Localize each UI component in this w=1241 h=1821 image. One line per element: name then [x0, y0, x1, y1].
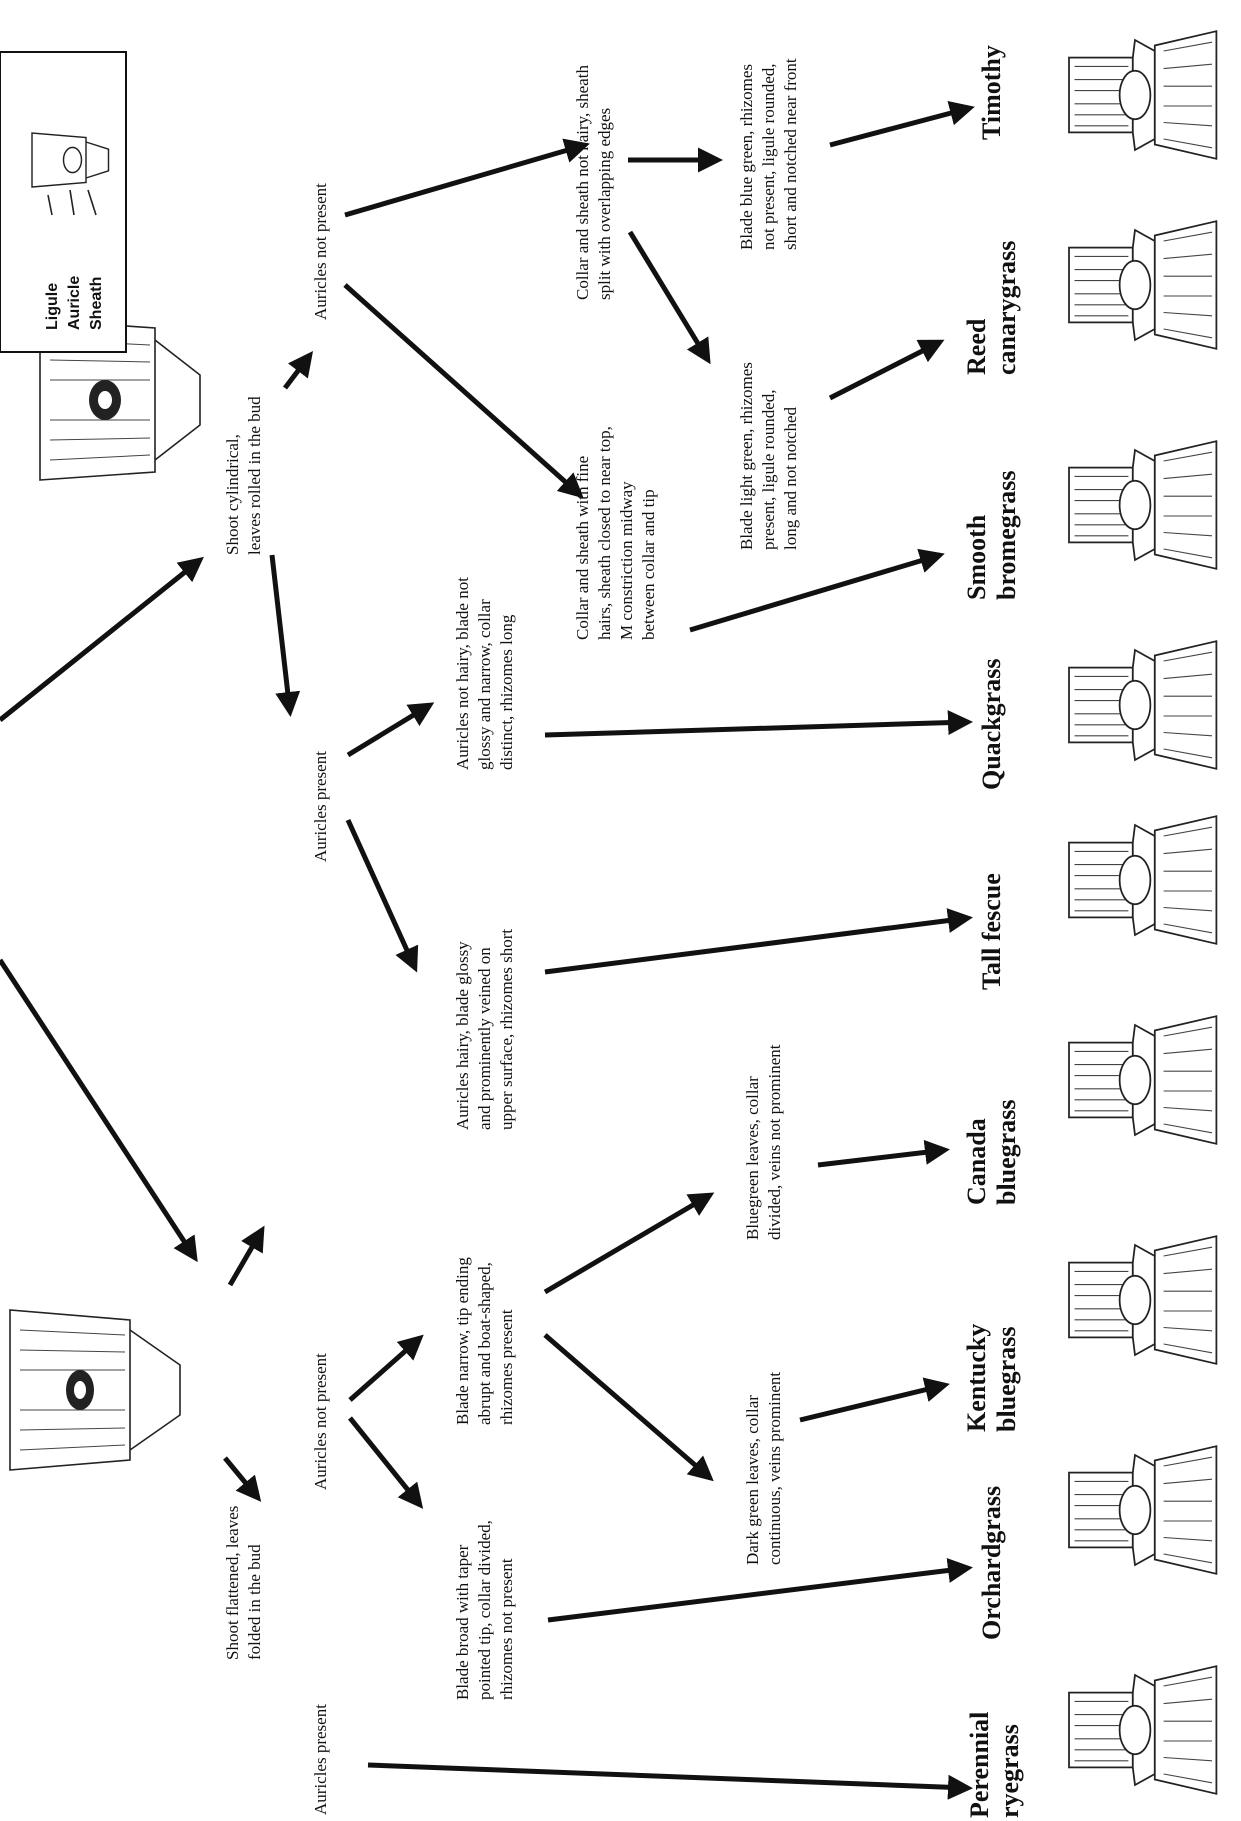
reed-canarygrass-collar-sketch [1068, 220, 1218, 350]
arrow-flattened-to-auricles-present [223, 1456, 262, 1502]
node-shoot-cylindrical: Shoot cylindrical, leaves rolled in the … [223, 396, 264, 555]
node-cyl-auricles-not-present: Auricles not present [311, 183, 330, 320]
arrow-to-quackgrass [544, 710, 973, 738]
node-blade-broad: Blade broad with taper pointed tip, coll… [453, 1516, 516, 1700]
legend-frame [0, 51, 127, 353]
canada-bluegrass-collar-sketch [1068, 1015, 1218, 1145]
perennial-ryegrass-collar-sketch [1068, 1665, 1218, 1795]
legend-ligule-label: Ligule [44, 283, 61, 330]
arrow-to-bluegreen [543, 1192, 715, 1295]
node-auricles-hairy: Auricles hairy, blade glossy and promine… [453, 929, 516, 1130]
smooth-bromegrass-collar-sketch [1068, 440, 1218, 570]
quackgrass-collar-sketch [1068, 640, 1218, 770]
species-timothy: Timothy [977, 45, 1006, 140]
node-blade-light-green: Blade light green, rhizomes present, lig… [737, 358, 800, 550]
species-tall-fescue: Tall fescue [977, 873, 1006, 990]
node-collar-fine-hairs: Collar and sheath with fine hairs, sheat… [573, 422, 658, 640]
connector-arrows [0, 101, 975, 1800]
species-kentucky-bluegrass: Kentucky bluegrass [962, 1317, 1021, 1432]
species-smooth-bromegrass: Smooth bromegrass [962, 470, 1021, 600]
cylindrical-shoot-sketch [39, 319, 201, 481]
arrow-to-fine-hairs [343, 283, 584, 499]
arrow-to-not-hairy-split [344, 138, 590, 218]
kentucky-bluegrass-collar-sketch [1068, 1235, 1218, 1365]
arrow-to-auricles-not-hairy [346, 702, 435, 758]
arrow-to-light-green [627, 230, 711, 365]
node-flat-auricles-not-present: Auricles not present [311, 1353, 330, 1490]
arrow-to-smooth-bromegrass [689, 548, 945, 633]
node-bluegreen-leaves: Bluegreen leaves, collar divided, veins … [743, 1044, 784, 1240]
node-cyl-auricles-present: Auricles present [311, 751, 330, 862]
legend-sheath-label: Sheath [88, 277, 105, 330]
species-orchardgrass: Orchardgrass [977, 1486, 1006, 1640]
node-blade-narrow: Blade narrow, tip ending abrupt and boat… [453, 1253, 516, 1425]
flattened-shoot-sketch [9, 1309, 181, 1471]
arrow-to-kentucky-bluegrass [799, 1377, 950, 1423]
node-shoot-flattened: Shoot flattened, leaves folded in the bu… [223, 1501, 264, 1660]
legend-collar-sketch [31, 132, 110, 188]
species-quackgrass: Quackgrass [977, 659, 1006, 790]
arrow-to-tall-fescue [544, 908, 973, 975]
species-perennial-ryegrass: Perennial ryegrass [965, 1705, 1024, 1818]
node-flat-auricles-present: Auricles present [311, 1704, 330, 1815]
legend-box: Ligule Auricle Sheath [0, 51, 127, 353]
node-blade-blue-green: Blade blue green, rhizomes not present, … [737, 58, 800, 250]
arrow-to-perennial-ryegrass [367, 1762, 973, 1800]
node-collar-not-hairy-split: Collar and sheath not hairy, sheath spli… [573, 61, 614, 300]
arrow-root-to-cylindrical [0, 556, 204, 722]
arrow-to-blade-narrow [348, 1334, 424, 1402]
arrow-to-reed-canarygrass [828, 339, 945, 401]
arrow-root-to-flattened [0, 958, 198, 1263]
arrow-flattened-to-auricles-not-present [227, 1225, 265, 1287]
arrow-cylindrical-to-auricles-not-present [283, 351, 314, 390]
species-canada-bluegrass: Canada bluegrass [962, 1100, 1021, 1205]
arrow-to-canada-bluegrass [817, 1139, 950, 1168]
arrow-to-dark-green [543, 1333, 714, 1482]
arrow-to-blade-broad [348, 1416, 424, 1509]
species-reed-canarygrass: Reed canarygrass [962, 241, 1021, 375]
node-auricles-not-hairy: Auricles not hairy, blade not glossy and… [453, 573, 516, 770]
arrow-to-timothy [829, 101, 975, 148]
orchardgrass-collar-sketch [1068, 1445, 1218, 1575]
legend-auricle-label: Auricle [66, 276, 83, 330]
timothy-collar-sketch [1068, 30, 1218, 160]
arrow-to-orchardgrass [547, 1558, 973, 1623]
node-dark-green-leaves: Dark green leaves, collar continuous, ve… [743, 1372, 784, 1565]
arrow-to-auricles-hairy [345, 818, 419, 973]
arrow-cylindrical-to-auricles-present [269, 554, 301, 717]
tall-fescue-collar-sketch [1068, 815, 1218, 945]
